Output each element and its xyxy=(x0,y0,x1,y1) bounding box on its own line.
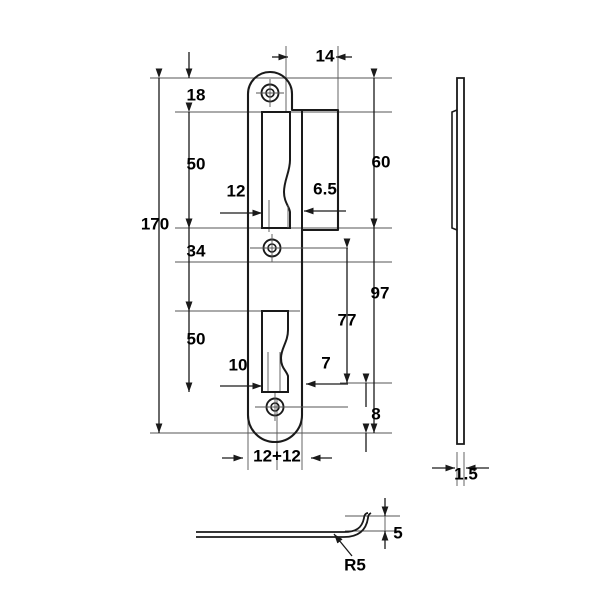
section-detail-view xyxy=(196,498,389,557)
dimension-label-d-18: 18 xyxy=(187,85,206,104)
dimension-label-d-77: 77 xyxy=(338,310,357,329)
upper-slot-cutout xyxy=(261,111,291,229)
front-view-plate xyxy=(246,70,340,444)
dim-6-5 xyxy=(287,205,346,228)
side-plate-body xyxy=(456,77,465,445)
dimension-labels: 18 50 170 34 50 14 12 6.5 10 7 12+12 60 97 77 8 1.5 5R5 xyxy=(141,46,478,574)
side-view xyxy=(432,77,489,472)
dimension-label-d-60: 60 xyxy=(372,152,391,171)
dimension-label-d-10: 10 xyxy=(229,355,248,374)
dimension-label-d-5: 5 xyxy=(393,523,402,542)
lower-slot-cutout xyxy=(261,310,289,393)
dimension-label-d-7: 7 xyxy=(321,353,330,372)
dimension-label-d-50b: 50 xyxy=(187,329,206,348)
dimension-label-d-50a: 50 xyxy=(187,154,206,173)
dimension-label-d-8: 8 xyxy=(371,404,380,423)
upper-slot-path xyxy=(261,111,291,229)
screw-hole-bottom xyxy=(255,393,348,421)
dimension-label-d-14: 14 xyxy=(316,46,335,65)
dimension-label-d-170: 170 xyxy=(141,214,169,233)
detail-upper-edge xyxy=(196,512,369,533)
dimension-label-d-15: 1.5 xyxy=(454,464,478,483)
dimension-label-d-12: 12 xyxy=(227,181,246,200)
detail-lower-edge xyxy=(196,512,372,538)
screw-hole-middle xyxy=(250,234,348,262)
dimension-label-d-r5: R5 xyxy=(344,555,366,574)
dimension-label-d-65: 6.5 xyxy=(313,179,337,198)
dimension-label-d-12p12: 12+12 xyxy=(253,446,301,465)
lower-slot-path xyxy=(261,310,289,393)
screw-hole-top xyxy=(256,79,284,107)
dimension-label-d-34: 34 xyxy=(187,241,206,260)
side-lip-profile xyxy=(451,109,458,231)
r5-leader xyxy=(333,533,353,557)
dimension-label-d-97: 97 xyxy=(371,283,390,302)
